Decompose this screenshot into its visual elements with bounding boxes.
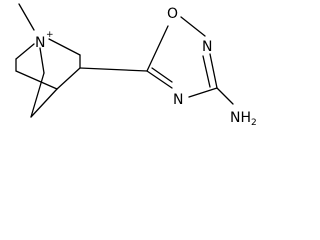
bond-n-c2 <box>48 38 81 56</box>
bond-n4-c5-double <box>151 67 173 83</box>
atom-o-oxadiazole: O <box>167 6 178 22</box>
bond-n4-c5 <box>146 70 173 89</box>
bond-n2-c3-double <box>202 55 211 88</box>
atom-n-oxadiazole-4: N <box>173 92 183 108</box>
bond-c3-n4 <box>188 87 218 98</box>
bond-c3-oxadiazole <box>79 67 148 72</box>
atom-n-oxadiazole-2: N <box>202 39 212 55</box>
quinuclidine-bonds <box>15 3 81 118</box>
atom-nh2-group: NH2 <box>230 110 257 128</box>
bond-c4-c5 <box>15 70 58 90</box>
atom-n-quinuclidinium: N <box>35 35 45 51</box>
bond-n-methyl <box>18 3 35 31</box>
bond-c3-nh2 <box>216 87 234 105</box>
chemical-structure: N + O N N NH2 <box>15 3 257 128</box>
bond-o1-n2 <box>180 16 206 37</box>
oxadiazole-bonds <box>146 16 218 98</box>
bond-n2-c3 <box>209 53 218 89</box>
bond-c6-n <box>15 43 35 60</box>
bond-c5-o1 <box>146 25 169 72</box>
atom-n-charge: + <box>46 30 54 40</box>
nh2-main-text: NH <box>230 110 251 126</box>
bond-c3-c4 <box>56 67 81 90</box>
bond-n-c7 <box>39 47 45 74</box>
nh2-subscript: 2 <box>251 118 257 128</box>
bond-c8-c4 <box>30 88 58 118</box>
bond-c7-c8 <box>30 72 45 118</box>
